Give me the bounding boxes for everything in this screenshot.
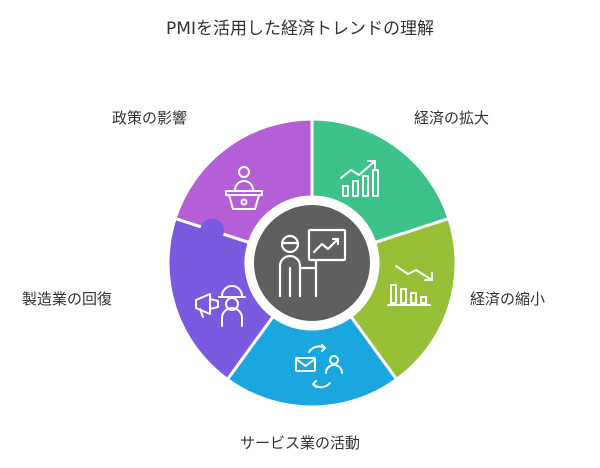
mail-exchange-person-icon: [295, 344, 343, 389]
segment-label-manuf: 製造業の回復: [22, 290, 113, 308]
presenter-chart-icon: [278, 228, 347, 298]
segment-label-expand: 経済の拡大: [414, 109, 490, 127]
worker-megaphone-icon: [195, 285, 246, 327]
segment-label-service: サービス業の活動: [239, 434, 360, 452]
puzzle-knob-manuf: [200, 218, 225, 243]
segment-label-policy: 政策の影響: [112, 109, 188, 127]
segment-expand: [310, 117, 451, 245]
decline-bar-chart-icon: [387, 265, 433, 306]
segment-label-shrink: 経済の縮小: [470, 290, 546, 308]
center-circle: [250, 201, 374, 325]
growth-bar-chart-icon: [340, 160, 379, 197]
segment-manuf: [166, 216, 276, 382]
podium-speaker-icon: [225, 166, 263, 210]
diagram-title: PMIを活用した経済トレンドの理解: [166, 19, 434, 39]
